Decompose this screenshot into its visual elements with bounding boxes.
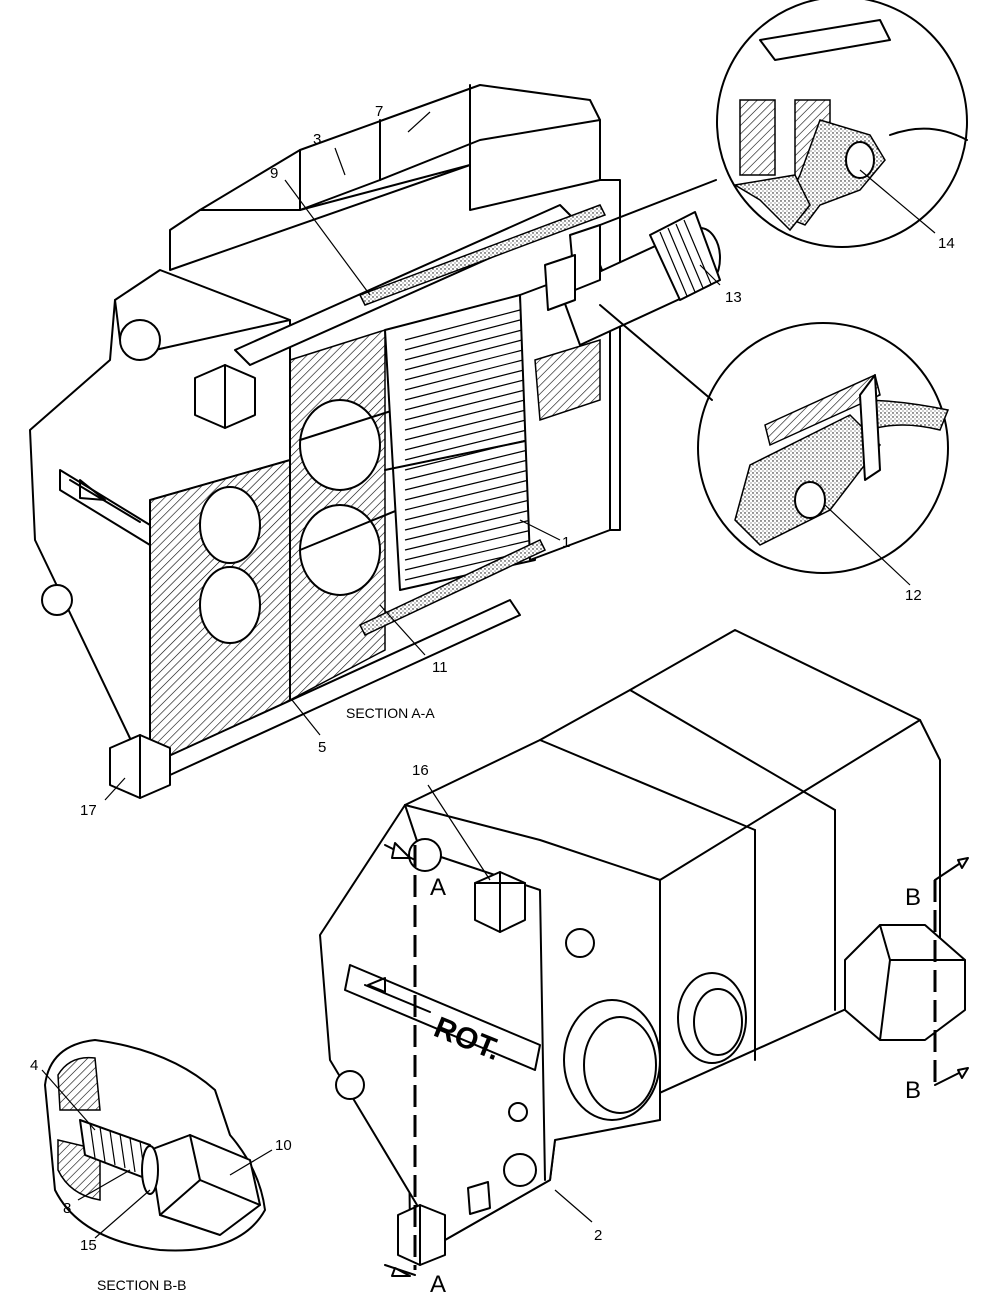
callout-10: 10 — [275, 1137, 292, 1154]
callout-15: 15 — [80, 1237, 97, 1254]
callout-5: 5 — [318, 739, 326, 756]
callout-1: 1 — [562, 534, 570, 551]
section-bb-caption: SECTION B-B — [97, 1277, 186, 1293]
section-mark-b-top: B — [905, 884, 921, 911]
detail-circle-lower — [599, 304, 950, 574]
callout-13: 13 — [725, 289, 742, 306]
callout-11: 11 — [432, 659, 448, 676]
assembled-pump: ROT. — [319, 629, 966, 1266]
callout-3: 3 — [313, 131, 321, 148]
section-line-a — [384, 842, 417, 1277]
gear-teeth — [404, 309, 534, 581]
callout-labels: 7 3 9 1 11 5 17 13 14 12 2 16 4 10 8 15 — [30, 103, 955, 1254]
callout-7: 7 — [375, 103, 383, 120]
callout-14: 14 — [938, 235, 955, 252]
callout-9: 9 — [270, 165, 278, 182]
section-line-b — [933, 857, 969, 1086]
callout-17: 17 — [80, 802, 97, 819]
detail-circle-upper — [599, 0, 968, 248]
section-mark-b-bottom: B — [905, 1077, 921, 1104]
leader-lines — [41, 111, 936, 1239]
callout-2: 2 — [594, 1227, 602, 1244]
section-aa-caption: SECTION A-A — [346, 705, 435, 721]
callout-12: 12 — [905, 587, 922, 604]
callout-4: 4 — [30, 1057, 38, 1074]
section-bb-detail — [44, 1039, 266, 1252]
section-mark-a-bottom: A — [430, 1271, 446, 1298]
callout-16: 16 — [412, 762, 429, 779]
callout-8: 8 — [63, 1200, 71, 1217]
section-aa-cutaway — [29, 84, 721, 799]
section-mark-a-top: A — [430, 874, 446, 901]
